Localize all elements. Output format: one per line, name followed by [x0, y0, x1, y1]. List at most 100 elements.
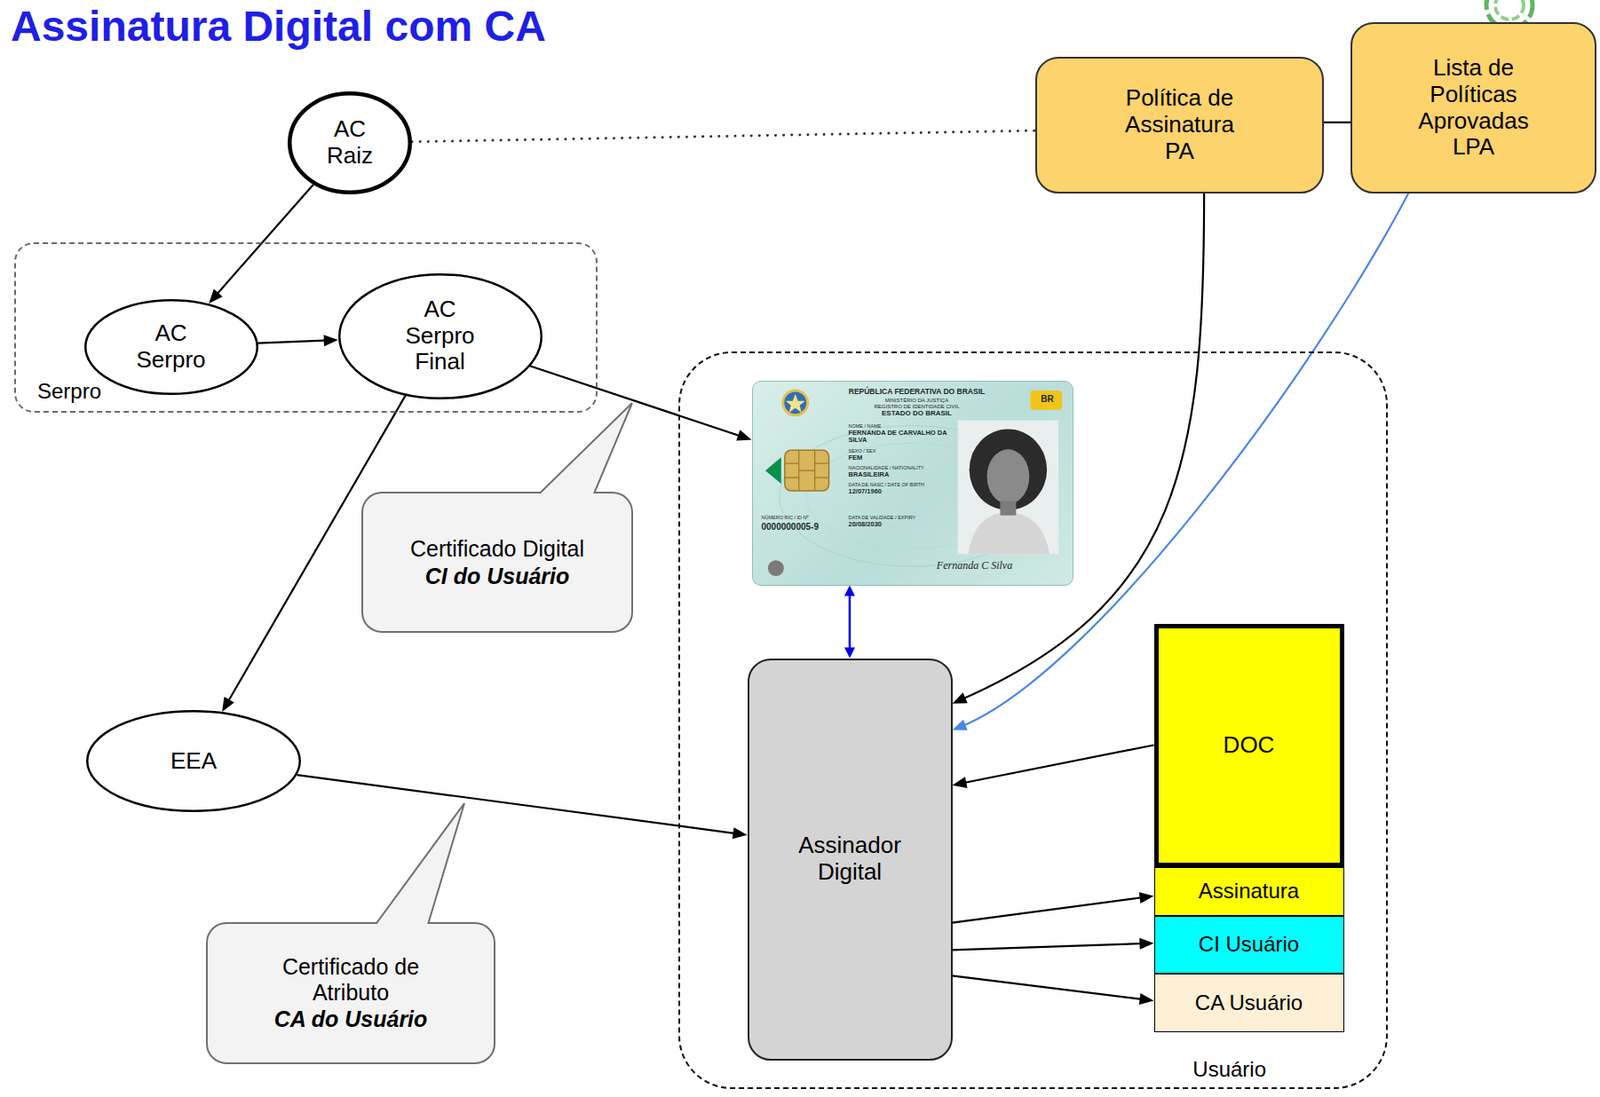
connector-line	[214, 184, 314, 298]
text-block: Assinador Digital	[778, 832, 921, 887]
ellipse-node: AC Serpro	[84, 299, 259, 396]
card-text: REPÚBLICA FEDERATIVA DO BRASIL	[837, 388, 998, 397]
coat-of-arms	[782, 389, 808, 415]
card-text: SEXO / SEX	[848, 448, 954, 454]
group-label: Serpro	[37, 379, 102, 404]
node-label: Assinatura	[1198, 879, 1300, 904]
photo-shoulders	[967, 511, 1049, 555]
arrow-head	[221, 697, 235, 713]
callout-shape	[362, 403, 633, 633]
document-part: CA Usuário	[1154, 974, 1345, 1033]
connector-arrow	[257, 334, 338, 347]
policy-box: Lista de Políticas Aprovadas LPA	[1350, 22, 1597, 194]
connector-line	[848, 592, 852, 653]
arrow-head	[844, 586, 856, 597]
text-block: AC Serpro	[126, 320, 216, 374]
connector-line	[530, 365, 745, 437]
connector-arrow	[221, 395, 406, 713]
connector-line	[411, 130, 1036, 143]
photo-ground	[957, 419, 1058, 555]
logo-ring	[1495, 0, 1524, 20]
coat-star	[784, 393, 805, 412]
document-box: DOC	[1154, 624, 1345, 868]
node-label: EEA	[170, 748, 217, 776]
text-block: CI Usuário	[1198, 932, 1300, 958]
arrow-head	[952, 692, 968, 704]
policy-box: Política de Assinatura PA	[1035, 56, 1324, 194]
node-label: Lista de Políticas Aprovadas LPA	[1411, 55, 1537, 162]
arrow-head	[844, 647, 856, 658]
connector-line	[257, 340, 330, 343]
ellipse-node: AC Serpro Final	[338, 273, 543, 400]
connector-line	[1323, 121, 1351, 124]
node-label: Certificado de Atributo	[257, 954, 444, 1006]
chip	[784, 450, 829, 492]
card-text: ESTADO DO BRASIL	[837, 410, 998, 419]
card-text: 12/07/1960	[848, 488, 954, 496]
ellipse-shape	[85, 300, 258, 395]
small-photo	[767, 560, 784, 577]
callout-shape	[206, 803, 495, 1064]
connector-arrow	[952, 745, 1155, 789]
diagram-title: Assinatura Digital com CA	[10, 1, 547, 51]
card-text: REGISTRO DE IDENTIDADE CIVIL	[837, 403, 998, 411]
ellipse-node: EEA	[86, 710, 301, 813]
arrow-head	[736, 429, 752, 441]
text-block: AC Raiz	[314, 116, 386, 170]
text-block: Política de Assinatura PA	[1108, 85, 1252, 166]
text-block: Assinatura	[1198, 879, 1300, 904]
connector-arrow	[530, 365, 753, 441]
connector-arrow	[952, 892, 1155, 923]
group-region: Usuário REPÚBLICA FEDERATIVA DO BRASILMI…	[678, 351, 1388, 1090]
card-text: NOME / NAME	[848, 423, 954, 429]
arrow-head	[952, 720, 968, 731]
node-label: Política de Assinatura PA	[1108, 85, 1252, 166]
text-block: AC Serpro Final	[400, 296, 481, 377]
card-text: BRASILEIRA	[848, 471, 954, 479]
card-text: FERNANDA DE CARVALHO DA SILVA	[848, 429, 954, 445]
connector-arrow	[952, 938, 1155, 951]
connector-arrow	[952, 975, 1155, 1006]
text-block: CA Usuário	[1195, 990, 1303, 1016]
arrow-head	[1139, 892, 1155, 904]
arrow-head	[323, 334, 338, 347]
arrow-head	[952, 776, 968, 789]
text-block: DOC	[1223, 732, 1276, 760]
connector-line	[952, 975, 1146, 1000]
callout-emphasis: CA do Usuário	[257, 1006, 444, 1033]
card-text: BR	[1031, 394, 1064, 404]
text-block: Lista de Políticas Aprovadas LPA	[1411, 55, 1537, 162]
node-label: AC Serpro	[126, 320, 216, 374]
callout-box: Certificado DigitalCI do Usuário	[362, 492, 633, 633]
photo-face	[986, 449, 1030, 504]
node-label: AC Serpro Final	[400, 296, 481, 377]
ellipse-shape	[289, 93, 411, 193]
chip-triangle	[764, 457, 781, 484]
card-text: 20/08/2030	[848, 521, 954, 529]
arrow-head	[1139, 993, 1155, 1006]
photo-hair	[968, 428, 1047, 510]
card-text: MINISTÉRIO DA JUSTIÇA	[837, 397, 998, 404]
node-label: CA Usuário	[1195, 990, 1303, 1016]
card-text: 0000000005-9	[761, 522, 844, 532]
text-block: Certificado de AtributoCA do Usuário	[257, 954, 444, 1033]
connector-line	[296, 775, 739, 834]
card-text: DATA DE NASC / DATE OF BIRTH	[848, 482, 954, 488]
photo-neck	[999, 500, 1016, 515]
chip-lines	[784, 450, 829, 492]
card-text: NÚMERO RIC / ID Nº	[761, 514, 844, 521]
node-label: Assinador Digital	[778, 832, 921, 887]
connector-line	[952, 897, 1146, 924]
ellipse-node: AC Raiz	[287, 91, 412, 195]
card-text: DATA DE VALIDADE / EXPIRY	[848, 514, 954, 521]
process-box: Assinador Digital	[747, 658, 953, 1062]
arrow-head	[1139, 938, 1154, 951]
text-block: Certificado DigitalCI do Usuário	[410, 536, 585, 590]
ellipse-shape	[339, 274, 542, 399]
card-signature: Fernanda C Silva	[899, 560, 1051, 572]
node-label: AC Raiz	[314, 116, 386, 170]
node-label: Certificado Digital	[410, 536, 585, 563]
callout-emphasis: CI do Usuário	[410, 563, 585, 590]
dotted-connector	[411, 130, 1036, 143]
